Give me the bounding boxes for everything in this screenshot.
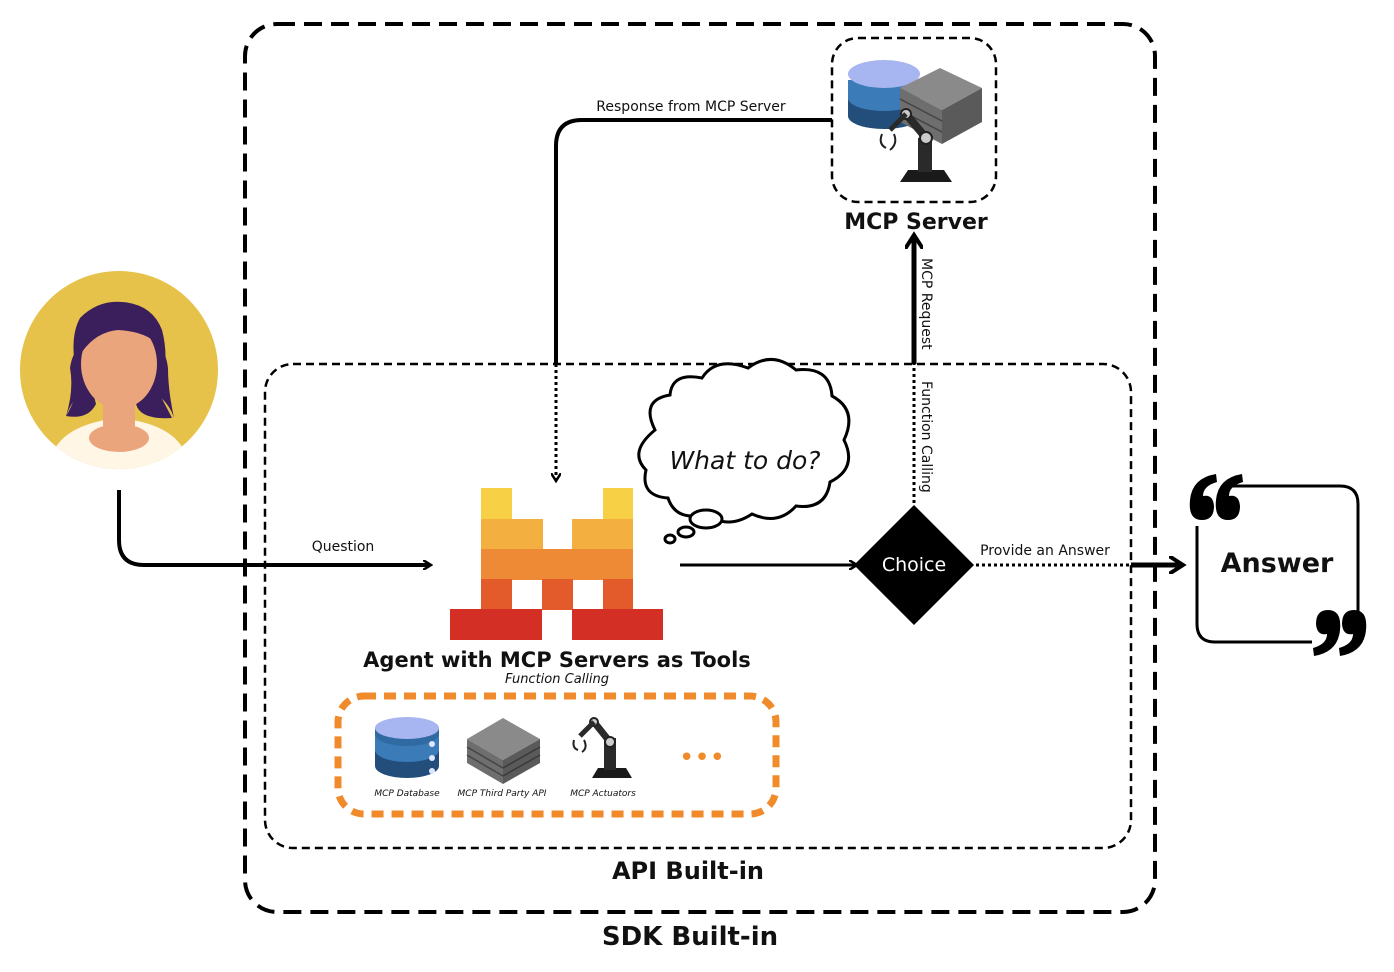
close-quote-icon: [1313, 610, 1367, 656]
tool-label-api: MCP Third Party API: [458, 789, 547, 799]
mcp-server-label: MCP Server: [844, 210, 988, 235]
edge-response-label: Response from MCP Server: [596, 99, 786, 115]
open-quote-icon: [1189, 474, 1243, 520]
thought-cloud: [637, 358, 851, 545]
edge-response: [554, 118, 832, 364]
mcp-server-icon: [848, 60, 982, 182]
api-label: API Built-in: [612, 857, 764, 885]
edge-function-calling-label: Function Calling: [918, 381, 934, 493]
tools-more-icon: •••: [679, 743, 725, 773]
api-container: [263, 362, 1133, 850]
edge-mcp-request-label: MCP Request: [918, 258, 934, 350]
sdk-container: [243, 22, 1157, 914]
agent-subtitle: Function Calling: [505, 672, 609, 687]
edge-provide-answer-label: Provide an Answer: [980, 543, 1110, 559]
choice-diamond: [854, 505, 974, 625]
server-rack-icon: [466, 718, 541, 784]
agent-logo: [450, 488, 663, 640]
database-icon: [375, 717, 439, 778]
answer-label: Answer: [1221, 548, 1334, 579]
answer-box: [1195, 484, 1360, 644]
user-avatar: [20, 271, 218, 469]
edge-question-label: Question: [312, 539, 375, 555]
thought-text: What to do?: [669, 446, 820, 475]
agent-title: Agent with MCP Servers as Tools: [363, 648, 751, 672]
robot-arm-icon: [572, 717, 632, 778]
edge-question: [117, 490, 430, 565]
tool-label-actuators: MCP Actuators: [570, 789, 636, 799]
sdk-label: SDK Built-in: [602, 922, 778, 952]
choice-label: Choice: [882, 554, 946, 576]
tool-label-database: MCP Database: [374, 789, 440, 799]
tools-container: [334, 692, 780, 818]
